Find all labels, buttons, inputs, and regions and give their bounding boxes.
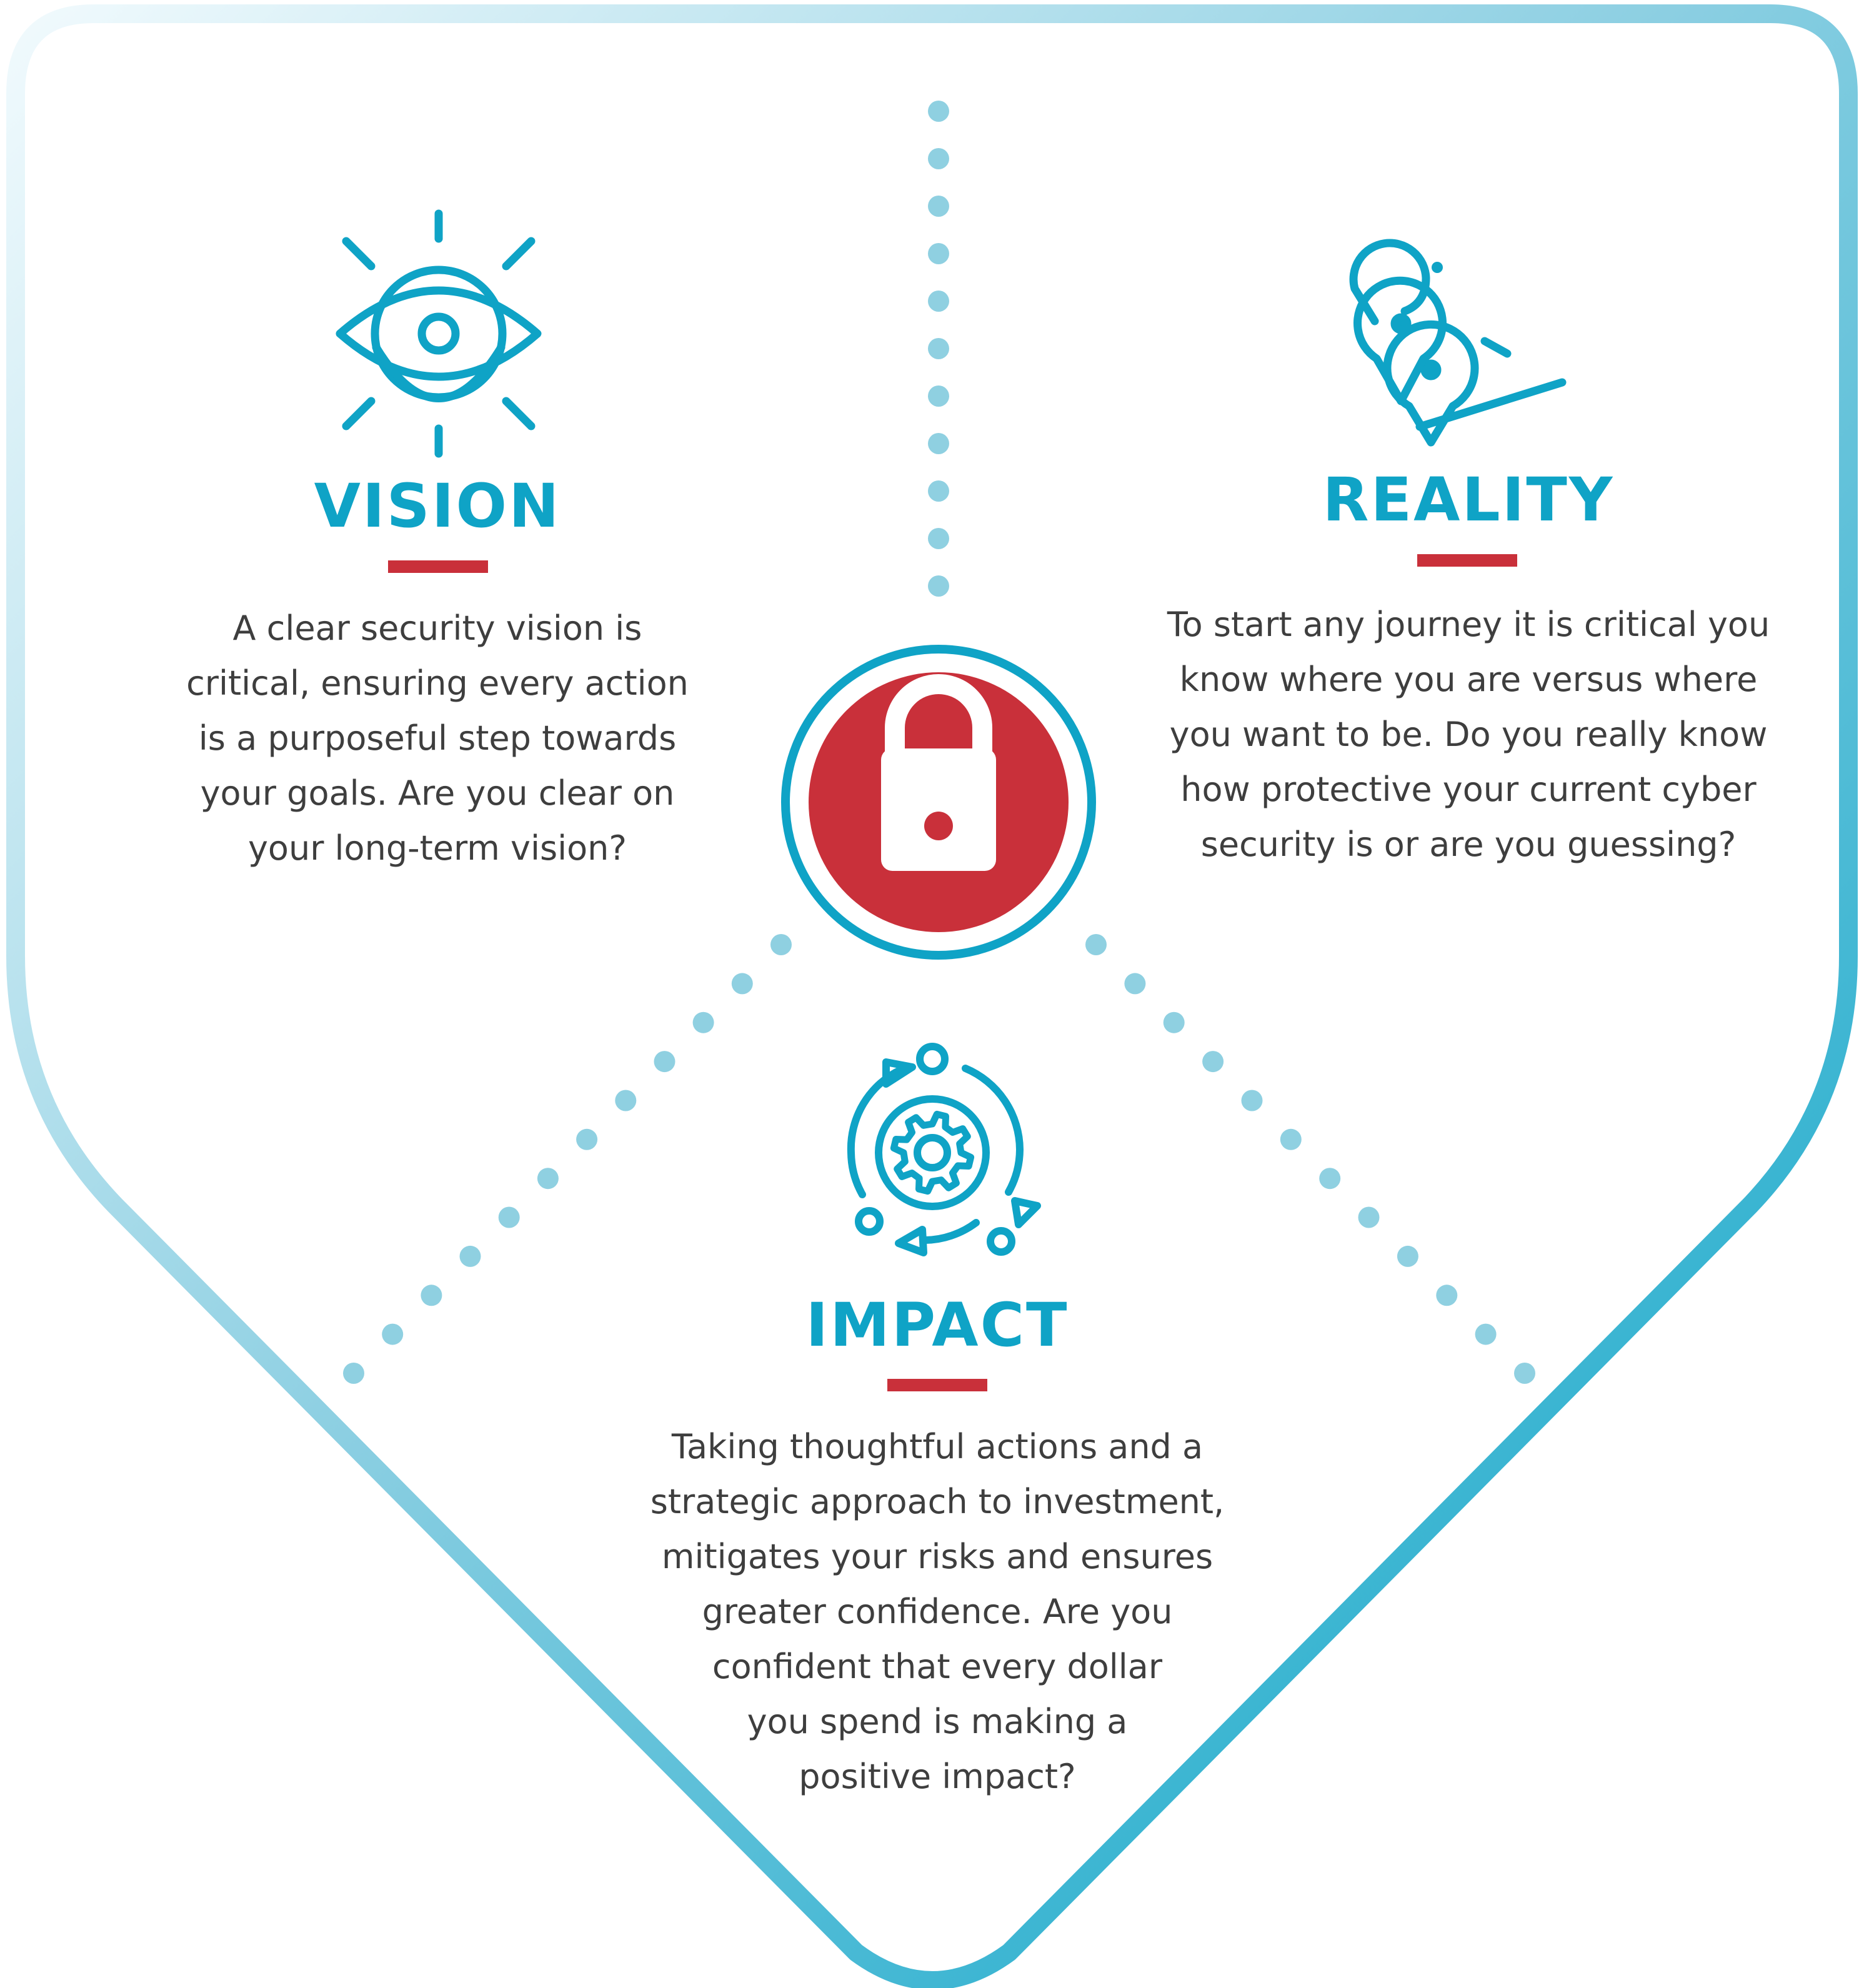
divider-dot bbox=[928, 433, 949, 454]
reality-description: To start any journey it is critical you … bbox=[1106, 597, 1831, 872]
divider-dot bbox=[928, 575, 949, 597]
divider-dot bbox=[1475, 1323, 1497, 1345]
impact-line: greater confidence. Are you bbox=[702, 1592, 1173, 1631]
divider-dot bbox=[615, 1090, 637, 1111]
divider-dot bbox=[576, 1128, 598, 1150]
divider-dot bbox=[1124, 973, 1146, 995]
divider-dot bbox=[770, 934, 792, 955]
divider-dot bbox=[1280, 1128, 1302, 1150]
dotted-divider-right bbox=[1085, 934, 1535, 1384]
divider-dot bbox=[1085, 934, 1107, 955]
divider-dot bbox=[1514, 1363, 1535, 1384]
reality-line: security is or are you guessing? bbox=[1200, 825, 1737, 864]
divider-dot bbox=[654, 1051, 675, 1073]
divider-dot bbox=[1358, 1206, 1380, 1228]
divider-dot bbox=[928, 101, 949, 122]
vision-line: is a purposeful step towards bbox=[198, 718, 677, 758]
divider-dot bbox=[928, 385, 949, 407]
divider-dot bbox=[928, 528, 949, 549]
divider-dot bbox=[498, 1206, 520, 1228]
divider-dot bbox=[928, 480, 949, 502]
divider-dot bbox=[928, 243, 949, 264]
gear-cycle-icon bbox=[847, 1043, 1041, 1256]
divider-dot bbox=[1163, 1011, 1185, 1033]
vision-description: A clear security vision is critical, ens… bbox=[125, 601, 750, 876]
divider-dot bbox=[1202, 1051, 1224, 1073]
reality-line: how protective your current cyber bbox=[1180, 770, 1757, 809]
shield-outline bbox=[6, 4, 1858, 1988]
divider-dot bbox=[692, 1011, 714, 1033]
vision-title: VISION bbox=[314, 471, 561, 541]
reality-line: To start any journey it is critical you bbox=[1167, 605, 1770, 644]
impact-underline bbox=[887, 1379, 987, 1391]
reality-line: you want to be. Do you really know bbox=[1169, 715, 1768, 754]
divider-dot bbox=[1241, 1090, 1263, 1111]
divider-dot bbox=[731, 973, 753, 995]
impact-title: IMPACT bbox=[805, 1290, 1069, 1360]
divider-dot bbox=[382, 1323, 404, 1345]
impact-description: Taking thoughtful actions and a strategi… bbox=[587, 1419, 1287, 1804]
reality-underline bbox=[1417, 554, 1517, 567]
divider-dot bbox=[928, 291, 949, 312]
reality-line: know where you are versus where bbox=[1179, 660, 1758, 699]
impact-line: you spend is making a bbox=[747, 1702, 1128, 1741]
divider-dot bbox=[421, 1285, 442, 1306]
divider-dot bbox=[459, 1245, 481, 1267]
divider-dot bbox=[1397, 1245, 1418, 1267]
padlock-icon bbox=[881, 674, 996, 871]
vision-underline bbox=[388, 560, 488, 573]
vision-line: critical, ensuring every action bbox=[186, 663, 689, 703]
divider-dot bbox=[537, 1168, 559, 1190]
impact-line: Taking thoughtful actions and a bbox=[671, 1427, 1204, 1466]
vision-line: A clear security vision is bbox=[232, 609, 642, 648]
map-pins-icon bbox=[1349, 239, 1567, 447]
divider-dot bbox=[1436, 1285, 1458, 1306]
vision-line: your long-term vision? bbox=[247, 828, 627, 868]
gear-teeth bbox=[890, 1110, 975, 1195]
divider-dot bbox=[928, 148, 949, 169]
padlock-badge bbox=[781, 645, 1096, 960]
impact-line: strategic approach to investment, bbox=[650, 1482, 1225, 1521]
reality-title: REALITY bbox=[1322, 465, 1615, 535]
eye-icon bbox=[336, 209, 542, 458]
divider-dot bbox=[928, 196, 949, 217]
divider-dot bbox=[343, 1363, 364, 1384]
impact-line: mitigates your risks and ensures bbox=[661, 1537, 1214, 1576]
dotted-divider-vertical bbox=[928, 101, 949, 597]
impact-line: positive impact? bbox=[799, 1757, 1076, 1796]
divider-dot bbox=[1319, 1168, 1341, 1190]
divider-dot bbox=[928, 338, 949, 359]
impact-line: confident that every dollar bbox=[712, 1647, 1163, 1686]
dotted-divider-left bbox=[343, 934, 792, 1384]
vision-line: your goals. Are you clear on bbox=[200, 773, 675, 813]
